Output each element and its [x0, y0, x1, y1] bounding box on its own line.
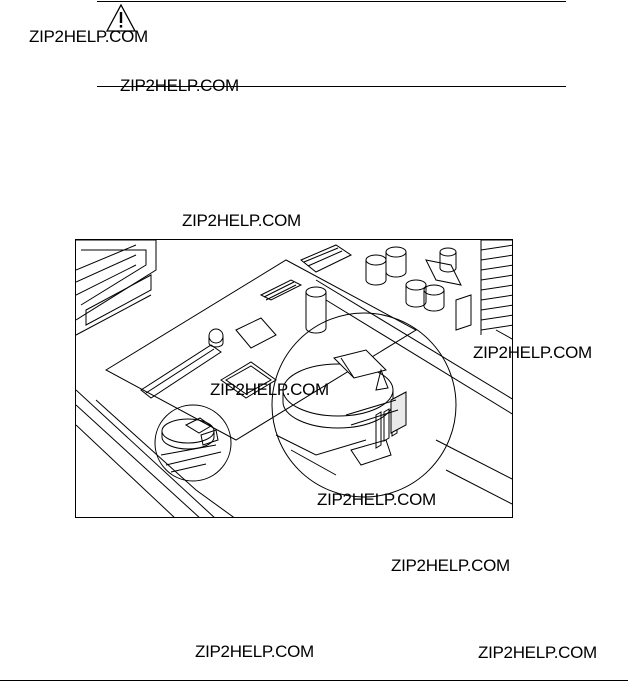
watermark-text: ZIP2HELP.COM — [317, 490, 436, 509]
top-rule — [97, 1, 566, 2]
watermark-text: ZIP2HELP.COM — [182, 211, 301, 230]
watermark-text: ZIP2HELP.COM — [29, 27, 148, 46]
watermark-text: ZIP2HELP.COM — [391, 556, 510, 575]
watermark-text: ZIP2HELP.COM — [478, 643, 597, 662]
watermark-text: ZIP2HELP.COM — [473, 343, 592, 362]
watermark-text: ZIP2HELP.COM — [120, 76, 239, 95]
motherboard-battery-illustration — [75, 239, 513, 518]
footer-rule — [0, 680, 628, 681]
watermark-text: ZIP2HELP.COM — [195, 642, 314, 661]
warning-triangle-icon — [105, 3, 137, 32]
warning-bottom-rule — [97, 86, 566, 87]
watermark-text: ZIP2HELP.COM — [210, 380, 329, 399]
